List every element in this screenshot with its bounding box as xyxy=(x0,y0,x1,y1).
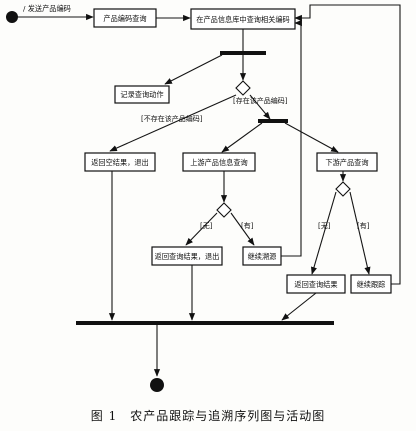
edge-return-result-to-join xyxy=(281,292,317,321)
edge-down-none-to-return xyxy=(310,191,337,275)
edge-exists-to-fork2 xyxy=(249,94,271,120)
node-label: 记录查询动作 xyxy=(120,90,163,99)
node-return-query-result: 返回查询结果 xyxy=(286,274,346,294)
edge-notexists-to-empty xyxy=(109,94,237,152)
node-label: 返回查询结果 xyxy=(294,280,337,289)
node-record-query-action: 记录查询动作 xyxy=(114,85,170,104)
node-downstream-product-query: 下游产品查询 xyxy=(316,152,378,172)
edge-up-exists-to-continue xyxy=(230,212,255,246)
node-label: 继续溯源 xyxy=(248,252,277,261)
edge-down-exists-to-continue xyxy=(349,191,371,275)
node-label: 继续跟踪 xyxy=(357,280,386,289)
node-continue-trace: 继续溯源 xyxy=(242,246,282,266)
decision-diamond-1 xyxy=(235,80,251,96)
edge-up-none-to-return xyxy=(185,212,218,246)
edge-fork2-to-downstream xyxy=(284,122,339,153)
node-label: 下游产品查询 xyxy=(325,158,368,167)
edge-trace-loop-back xyxy=(281,19,302,257)
fork-bar-1 xyxy=(220,51,266,55)
edge-track-loop-back xyxy=(294,4,401,285)
decision-diamond-down xyxy=(335,181,351,197)
node-search-product-db: 在产品信息库中查询相关编码 xyxy=(190,8,296,30)
node-label: 返回查询结果，退出 xyxy=(155,252,220,261)
guard-down-none: [无] xyxy=(318,222,331,230)
start-label: / 发送产品编码 xyxy=(23,4,71,13)
join-bar xyxy=(76,321,334,325)
start-node xyxy=(6,11,18,23)
guard-exists: [存在该产品编码] xyxy=(233,96,288,105)
guard-up-none: [无] xyxy=(200,222,213,230)
node-return-result-exit: 返回查询结果，退出 xyxy=(151,246,223,266)
fork-bar-2 xyxy=(258,119,288,123)
node-upstream-product-query: 上游产品信息查询 xyxy=(182,152,256,172)
guard-not-exists: [不存在该产品编码] xyxy=(141,114,203,123)
edge-fork2-to-upstream xyxy=(221,122,263,153)
end-node xyxy=(150,378,164,392)
node-label: 在产品信息库中查询相关编码 xyxy=(196,15,289,24)
node-label: 产品编码查询 xyxy=(103,14,146,23)
guard-up-exists: [有] xyxy=(241,221,254,230)
node-label: 返回空结果，退出 xyxy=(91,158,149,167)
decision-diamond-up xyxy=(216,202,232,218)
edge-fork-to-record xyxy=(164,54,223,85)
node-product-code-query: 产品编码查询 xyxy=(93,8,157,28)
node-label: 上游产品信息查询 xyxy=(190,158,248,167)
guard-down-exists: [有] xyxy=(357,221,370,230)
figure-caption: 图 1 农产品跟踪与追溯序列图与活动图 xyxy=(91,408,325,423)
node-return-empty-exit: 返回空结果，退出 xyxy=(84,152,156,172)
node-continue-tracking: 继续跟踪 xyxy=(350,274,392,294)
